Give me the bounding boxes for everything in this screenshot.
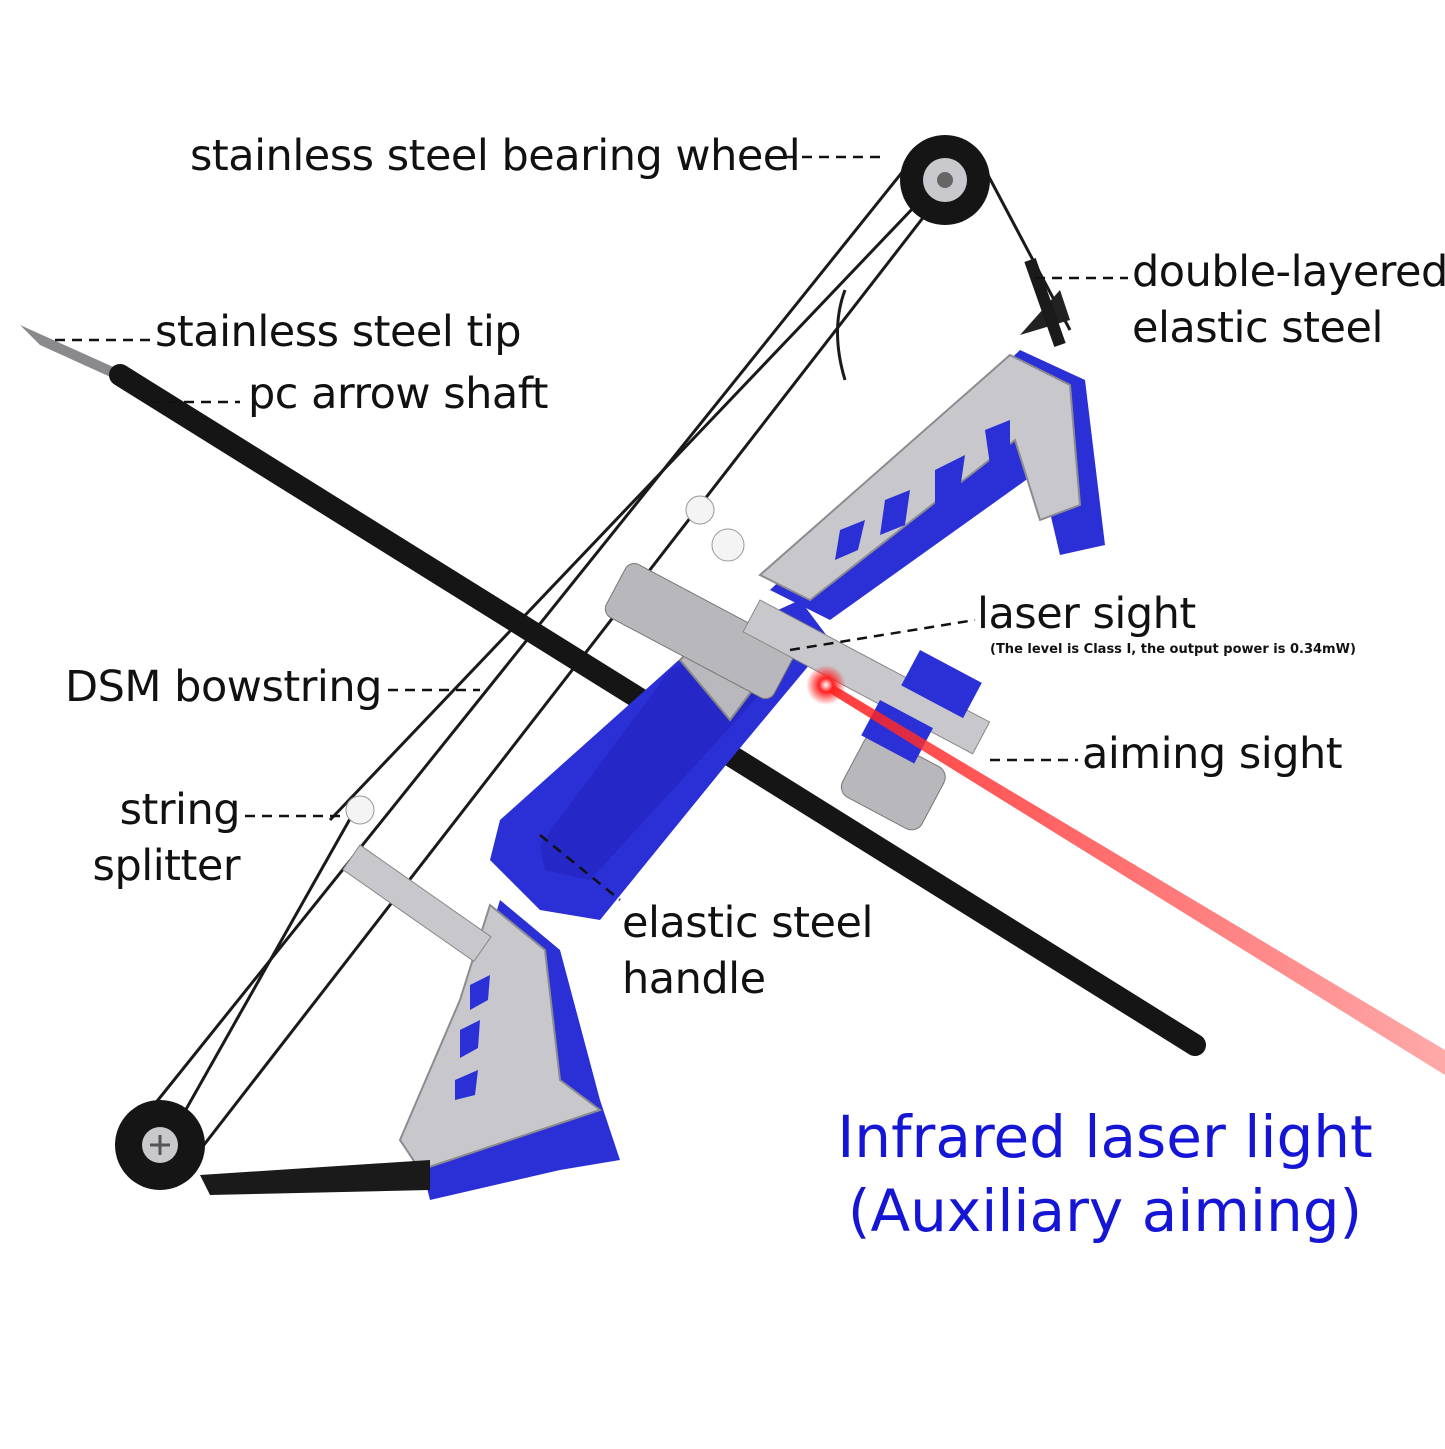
arrow-tip (20, 325, 128, 385)
headline-infrared-laser: Infrared laser light (Auxiliary aiming) (837, 1103, 1373, 1245)
label-aiming-sight: aiming sight (1082, 729, 1343, 779)
bearing-wheel-bottom (115, 1100, 205, 1190)
upper-limb (758, 258, 1105, 620)
label-dsm-bowstring: DSM bowstring (65, 662, 382, 712)
leader-lines (55, 155, 1128, 901)
laser-sight-bar (604, 563, 991, 755)
label-laser-sight: laser sight (977, 589, 1196, 639)
label-stainless-steel-tip: stainless steel tip (155, 307, 522, 357)
label-bearing-wheel: stainless steel bearing wheel (190, 131, 801, 181)
label-elastic-steel-handle: elastic steel handle (622, 898, 873, 1004)
string-splitter (342, 495, 745, 963)
label-double-layered-elastic-steel: double-layered elastic steel (1132, 247, 1445, 353)
bearing-wheel-top (900, 135, 990, 225)
laser-class-note: (The level is Class I, the output power … (990, 642, 1356, 657)
laser-beam (806, 665, 1445, 1075)
label-string-splitter: string splitter (92, 785, 241, 891)
lower-limb (200, 900, 620, 1200)
label-arrow-shaft: pc arrow shaft (248, 369, 549, 419)
bowstring (148, 149, 1072, 1151)
